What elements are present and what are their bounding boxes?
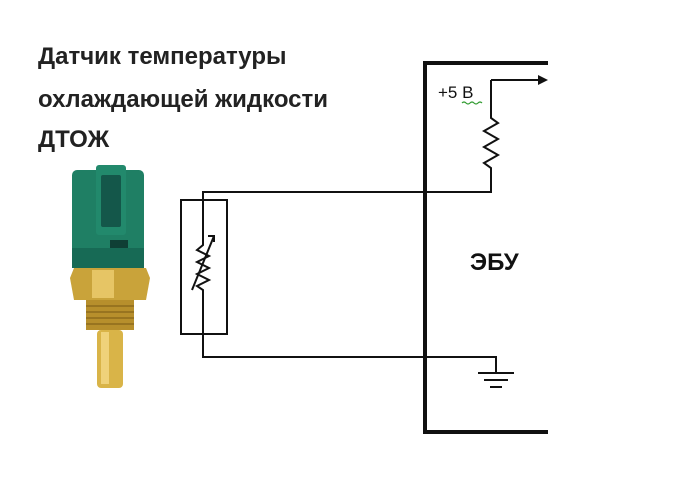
sensor-hex-highlight [92, 270, 114, 298]
arrow-right-icon [538, 75, 548, 85]
ground-icon [478, 372, 514, 388]
signal-wire [202, 176, 492, 235]
spellcheck-underline [461, 101, 483, 105]
ecu-label: ЭБУ [470, 249, 520, 276]
supply-voltage-label: +5 В [438, 83, 473, 102]
coolant-sensor-illustration [70, 165, 150, 388]
pullup-resistor [481, 80, 501, 176]
title-line-2: охлаждающей жидкости [38, 86, 329, 113]
ground-wire [202, 300, 497, 372]
sensor-thread [86, 300, 134, 330]
thermistor-arrow-head [208, 235, 215, 242]
thermistor-arrow-line [191, 235, 215, 291]
sensor-connector-slot [101, 175, 121, 227]
sensor-probe-highlight [101, 332, 109, 384]
thermistor-zigzag [194, 235, 212, 300]
title-line-1: Датчик температуры [38, 43, 287, 70]
ecu-box [423, 61, 548, 434]
sensor-connector-base [72, 248, 144, 268]
title-line-3: ДТОЖ [38, 126, 110, 153]
sensor-probe [97, 330, 123, 388]
